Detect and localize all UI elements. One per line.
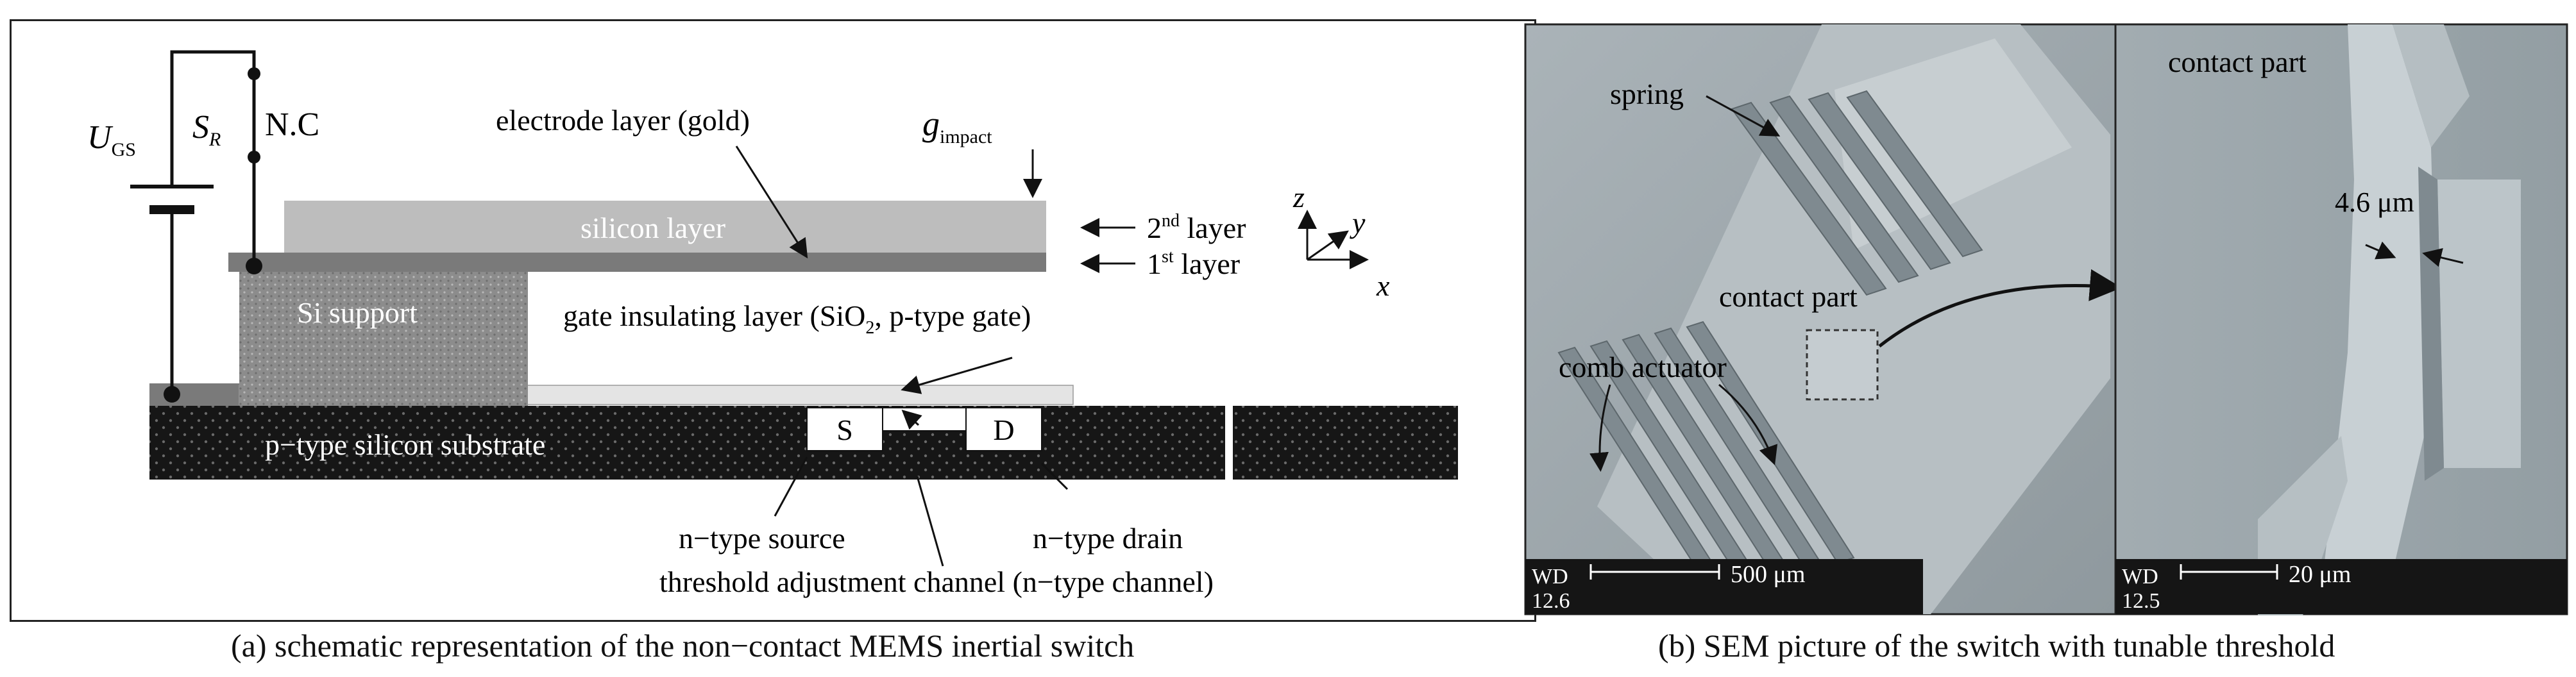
coordinate-axes [1298, 210, 1369, 269]
wire-node-right [246, 258, 262, 274]
circuit-wires [170, 50, 256, 394]
drain-box-label: D [993, 414, 1014, 446]
source-box: S [806, 407, 883, 451]
left-wd-label: WD [1532, 565, 1568, 589]
contact-region-box [1806, 329, 1879, 401]
spring-pointer [1706, 95, 1781, 137]
schematic-diagram: p−type silicon substrate S D Si support … [87, 50, 1458, 598]
right-contact-part-label: contact part [2168, 46, 2307, 78]
channel-pointer [901, 409, 922, 430]
sem-images: spring contact part comb actuator WD 12.… [1524, 23, 2568, 615]
substrate-label: p−type silicon substrate [265, 428, 545, 461]
right-wd-label: WD [2122, 565, 2158, 589]
si-support-label: Si support [297, 296, 418, 329]
switch-sr-label: SR [192, 109, 221, 150]
gate-insulating-label: gate insulating layer (SiO2, p-type gate… [563, 299, 1031, 338]
axis-y-label: y [1350, 206, 1366, 239]
si-support-block [239, 271, 528, 406]
left-wd-value: 12.6 [1532, 589, 1570, 613]
left-scale-bar [1589, 564, 1720, 580]
ground-ledge [149, 383, 239, 406]
right-wd-value: 12.5 [2122, 589, 2160, 613]
nc-label: N.C [265, 106, 319, 143]
left-scale-strip [1525, 559, 1923, 614]
n-drain-label: n−type drain [1033, 522, 1183, 555]
gap-arrow-left [2365, 241, 2396, 260]
layer2-label: 2nd layer [1147, 211, 1246, 244]
drain-box: D [965, 407, 1042, 451]
right-scale-label: 20 μm [2289, 561, 2351, 588]
panel-a-caption: (a) schematic representation of the non−… [231, 628, 1135, 664]
panel-b-caption: (b) SEM picture of the switch with tunab… [1658, 628, 2335, 664]
drain-pointer [1040, 462, 1069, 490]
switch-contact-bottom [248, 151, 260, 163]
axis-z-label: z [1292, 181, 1305, 213]
source-box-label: S [836, 414, 853, 446]
right-scale-strip [2115, 559, 2567, 614]
silicon-layer [284, 201, 1046, 253]
comb-actuator-label: comb actuator [1559, 351, 1727, 383]
gap-arrow-right [2422, 248, 2464, 267]
silicon-layer-label: silicon layer [580, 212, 725, 244]
g-impact-label: gimpact [922, 104, 992, 147]
source-pointer [774, 456, 808, 517]
electrode-layer [228, 253, 1046, 272]
gap-label: 4.6 μm [2335, 187, 2414, 218]
sem-right-image: contact part 4.6 μm WD 12.5 20 μm [2114, 23, 2568, 615]
comb-pointer-right [1718, 383, 1778, 465]
ugs-label: UGS [87, 119, 136, 160]
left-scale-label: 500 μm [1731, 561, 1805, 588]
zoom-link-arrow [1878, 269, 2122, 347]
gate-pointer [901, 356, 1013, 394]
n-source-label: n−type source [679, 522, 845, 555]
axis-x-label: x [1376, 269, 1390, 302]
panel-a-schematic: p−type silicon substrate S D Si support … [10, 19, 1536, 622]
threshold-channel [882, 407, 967, 431]
substrate-block [149, 403, 1458, 483]
threshold-channel-label: threshold adjustment channel (n−type cha… [659, 565, 1214, 598]
layer1-label: 1st layer [1147, 247, 1240, 280]
spring-beams [1731, 90, 1983, 296]
panel-b-sem: spring contact part comb actuator WD 12.… [1520, 19, 2572, 622]
sem-left-image: spring contact part comb actuator WD 12.… [1524, 23, 2122, 615]
channel-bottom-pointer [916, 476, 944, 567]
wire-node-left [164, 386, 180, 403]
switch-contact-top [248, 67, 260, 80]
electrode-layer-label: electrode layer (gold) [496, 104, 750, 137]
electrode-pointer [735, 146, 808, 259]
comb-pointer-left [1589, 384, 1611, 472]
comb-fingers [1557, 321, 1855, 590]
left-contact-part-label: contact part [1719, 280, 1858, 313]
spring-label: spring [1610, 78, 1684, 110]
right-scale-bar [2180, 564, 2278, 580]
